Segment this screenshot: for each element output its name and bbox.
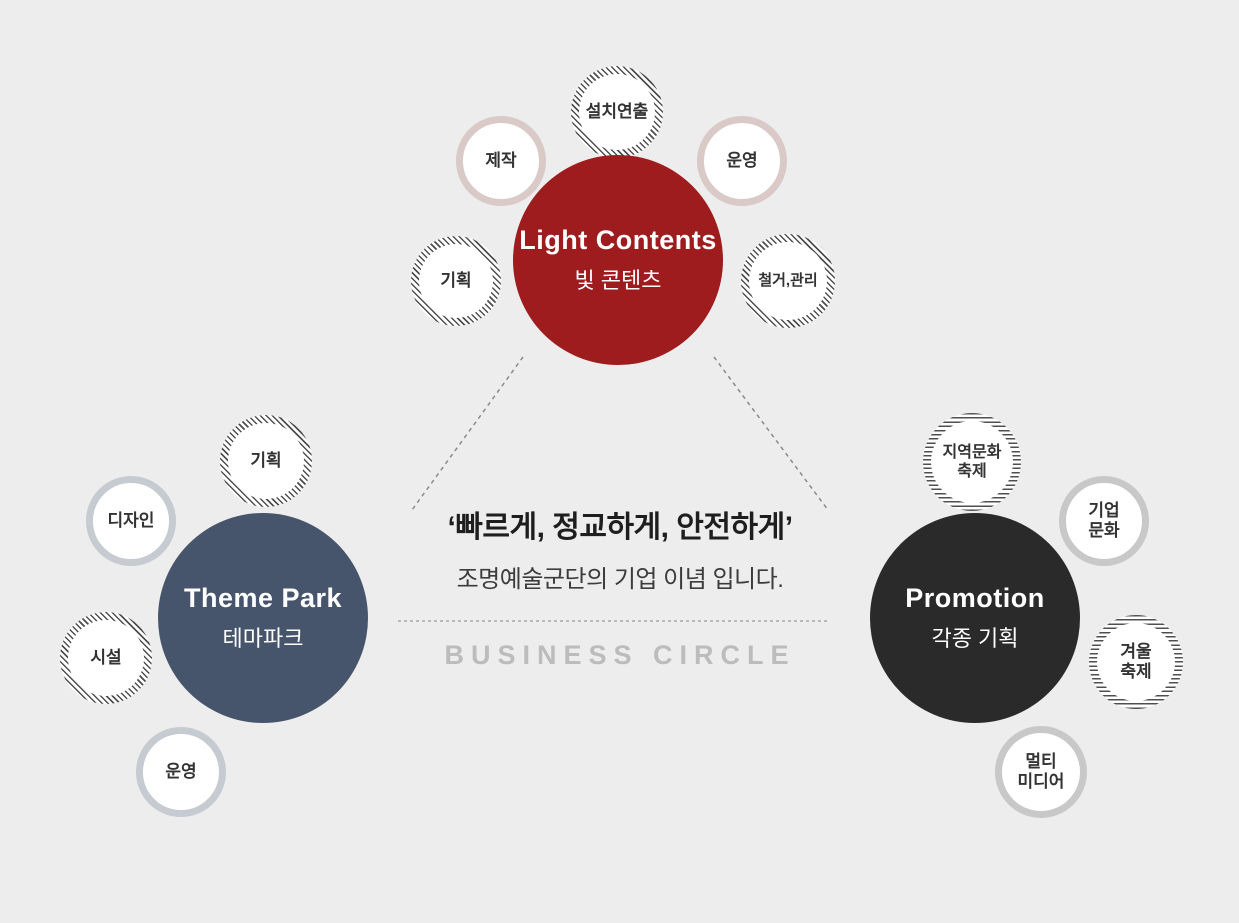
satellite-local-culture-festival: 지역문화 축제 — [923, 413, 1021, 511]
satellite-label: 디자인 — [107, 510, 155, 530]
satellite-winter-festival: 겨울 축제 — [1089, 615, 1183, 709]
center-slogan: ‘빠르게, 정교하게, 안전하게’ 조명예술군단의 기업 이념 입니다. — [375, 502, 865, 594]
slogan-subline: 조명예술군단의 기업 이념 입니다. — [456, 566, 784, 593]
satellite-label: 운영 — [726, 150, 758, 170]
satellite-label: 겨울 축제 — [1120, 641, 1152, 681]
satellite-label: 시설 — [90, 647, 122, 667]
satellite-label: 기획 — [250, 450, 282, 470]
satellite-label: 제작 — [485, 150, 517, 170]
satellite-operation: 운영 — [697, 116, 787, 206]
cluster-promotion: Promotion 각종 기획 — [870, 513, 1080, 723]
satellite-planning: 기획 — [220, 415, 312, 507]
cluster-light-contents: Light Contents 빛 콘텐츠 — [513, 155, 723, 365]
cluster-title-en: Theme Park — [183, 583, 343, 613]
cluster-title-ko: 각종 기획 — [931, 626, 1019, 651]
satellite-label: 지역문화 축제 — [942, 443, 1002, 480]
satellite-removal-management: 철거,관리 — [741, 234, 835, 328]
satellite-label: 철거,관리 — [758, 272, 818, 289]
satellite-label: 운영 — [165, 761, 197, 781]
cluster-title-ko: 빛 콘텐츠 — [574, 268, 662, 293]
slogan-headline: ‘빠르게, 정교하게, 안전하게’ — [447, 511, 793, 544]
satellite-design: 디자인 — [86, 476, 176, 566]
satellite-facility: 시설 — [60, 612, 152, 704]
satellite-corporate-culture: 기업 문화 — [1059, 476, 1149, 566]
satellite-production: 제작 — [456, 116, 546, 206]
connector-light-promotion — [713, 356, 829, 511]
satellite-label: 멀티 미디어 — [1017, 751, 1065, 791]
cluster-title-en: Promotion — [905, 583, 1045, 613]
connector-light-theme — [411, 356, 524, 511]
satellite-label: 기업 문화 — [1088, 500, 1120, 540]
cluster-theme-park: Theme Park 테마파크 — [158, 513, 368, 723]
satellite-label: 설치연출 — [585, 101, 649, 121]
satellite-install-direction: 설치연출 — [571, 66, 663, 158]
cluster-title-en: Light Contents — [519, 225, 717, 255]
satellite-operation: 운영 — [136, 727, 226, 817]
cluster-title-ko: 테마파크 — [222, 626, 304, 651]
satellite-label: 기획 — [440, 270, 472, 290]
satellite-multimedia: 멀티 미디어 — [995, 726, 1087, 818]
business-circle-caption: BUSINESS CIRCLE — [444, 640, 796, 670]
satellite-planning: 기획 — [411, 236, 501, 326]
